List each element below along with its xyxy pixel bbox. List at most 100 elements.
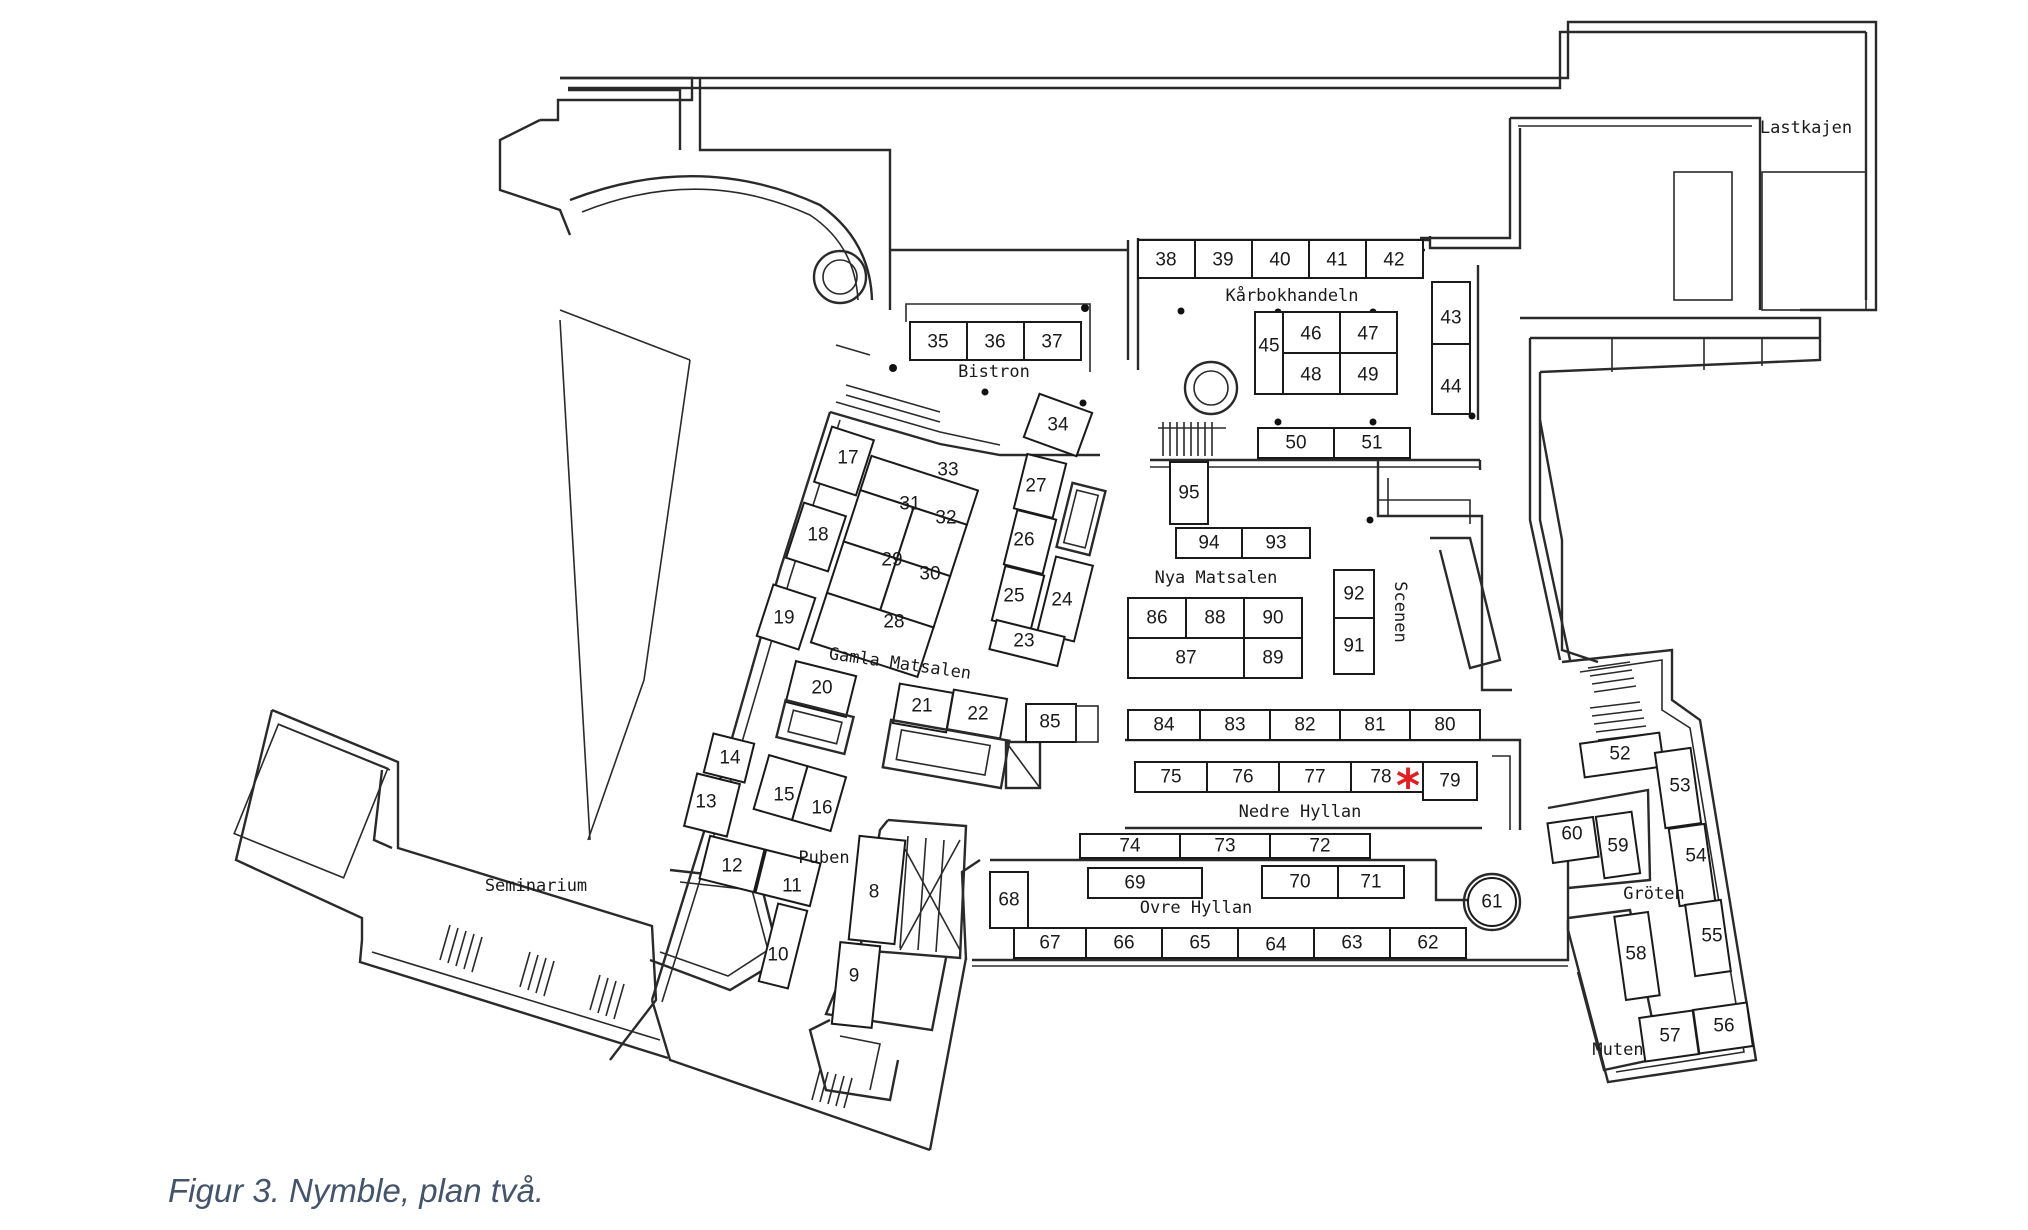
booth-38[interactable]: 38 [1137,239,1196,279]
booth-label: 12 [721,856,742,877]
booth-40[interactable]: 40 [1251,239,1310,279]
booth-67[interactable]: 67 [1013,927,1087,959]
booth-28[interactable]: 28 [883,612,904,633]
booth-23[interactable]: 23 [988,618,1066,668]
stair-step [613,983,625,1020]
booth-70[interactable]: 70 [1261,865,1339,899]
booth-33[interactable]: 33 [937,460,958,481]
booth-68[interactable]: 68 [989,871,1029,929]
booth-25[interactable]: 25 [990,564,1046,632]
booth-65[interactable]: 65 [1161,927,1239,959]
booth-42[interactable]: 42 [1365,239,1424,279]
booth-16[interactable]: 16 [811,798,832,819]
stairs [439,422,1649,1109]
booth-17[interactable]: 17 [812,425,876,497]
booth-18[interactable]: 18 [784,501,848,573]
booth-35[interactable]: 35 [909,321,968,361]
stair-step [1595,725,1647,733]
booth-13[interactable]: 13 [682,772,742,838]
booth-62[interactable]: 62 [1389,927,1467,959]
booth-61[interactable]: 61 [1467,877,1517,927]
booth-27[interactable]: 27 [1012,452,1068,520]
booth-76[interactable]: 76 [1206,761,1280,793]
booth-93[interactable]: 93 [1241,527,1311,559]
booth-55[interactable]: 55 [1684,898,1732,978]
booth-label: 83 [1224,715,1245,736]
booth-73[interactable]: 73 [1179,833,1271,859]
booth-12[interactable]: 12 [698,834,766,894]
booth-19[interactable]: 19 [755,583,817,651]
booth-50[interactable]: 50 [1257,427,1335,459]
booth-52[interactable]: 52 [1578,731,1666,779]
booth-72[interactable]: 72 [1269,833,1371,859]
booth-15[interactable]: 15 [773,785,794,806]
stair-step [1589,669,1633,677]
booth-81[interactable]: 81 [1339,709,1411,741]
booth-92[interactable]: 92 [1333,569,1375,619]
booth-49[interactable]: 49 [1339,352,1398,395]
booth-21[interactable]: 21 [891,682,955,734]
booth-79[interactable]: 79 [1422,761,1478,801]
booth-77[interactable]: 77 [1278,761,1352,793]
booth-88[interactable]: 88 [1185,597,1245,639]
booth-60[interactable]: 60 [1546,815,1600,865]
area-label-nya-matsalen: Nya Matsalen [1155,568,1278,588]
booth-11[interactable]: 11 [754,848,822,908]
booth-71[interactable]: 71 [1337,865,1405,899]
booth-51[interactable]: 51 [1333,427,1411,459]
booth-label: 57 [1659,1026,1680,1047]
booth-41[interactable]: 41 [1308,239,1367,279]
booth-10[interactable]: 10 [757,902,809,990]
booth-66[interactable]: 66 [1085,927,1163,959]
booth-30[interactable]: 30 [919,564,940,585]
wall-bistron-ramp-3 [845,394,941,423]
booth-82[interactable]: 82 [1269,709,1341,741]
booth-8[interactable]: 8 [847,834,907,946]
booth-84[interactable]: 84 [1127,709,1201,741]
booth-47[interactable]: 47 [1339,311,1398,354]
booth-46[interactable]: 46 [1282,311,1341,354]
booth-43[interactable]: 43 [1431,281,1471,345]
booth-86[interactable]: 86 [1127,597,1187,639]
booth-37[interactable]: 37 [1023,321,1082,361]
booth-48[interactable]: 48 [1282,352,1341,395]
booth-87[interactable]: 87 [1127,637,1245,679]
booth-56[interactable]: 56 [1692,1001,1754,1055]
booth-24[interactable]: 24 [1035,555,1095,643]
booth-53[interactable]: 53 [1653,746,1703,830]
booth-label: 46 [1300,324,1321,345]
booth-64[interactable]: 64 [1237,927,1315,959]
booth-26[interactable]: 26 [1002,508,1058,576]
booth-83[interactable]: 83 [1199,709,1271,741]
booth-9[interactable]: 9 [830,941,882,1029]
booth-95[interactable]: 95 [1169,461,1209,525]
booth-20[interactable]: 20 [784,659,858,719]
booth-39[interactable]: 39 [1194,239,1253,279]
booth-58[interactable]: 58 [1613,910,1661,1002]
booth-91[interactable]: 91 [1333,617,1375,675]
booth-75[interactable]: 75 [1134,761,1208,793]
wall-court-west [559,319,591,841]
booth-80[interactable]: 80 [1409,709,1481,741]
booth-69[interactable]: 69 [1087,867,1203,899]
booth-85[interactable]: 85 [1025,703,1077,743]
booth-29[interactable]: 29 [881,550,902,571]
booth-31[interactable]: 31 [899,494,920,515]
booth-63[interactable]: 63 [1313,927,1391,959]
gamla-serving-box [1055,481,1107,557]
booth-34[interactable]: 34 [1022,392,1094,458]
booth-36[interactable]: 36 [966,321,1025,361]
area-label-lastkajen: Lastkajen [1760,118,1852,138]
booth-22[interactable]: 22 [945,688,1009,740]
booth-14[interactable]: 14 [702,732,756,784]
booth-59[interactable]: 59 [1594,810,1642,880]
booth-74[interactable]: 74 [1079,833,1181,859]
booth-90[interactable]: 90 [1243,597,1303,639]
booth-44[interactable]: 44 [1431,343,1471,415]
stairs-karbok [1158,422,1226,456]
booth-94[interactable]: 94 [1175,527,1243,559]
booth-89[interactable]: 89 [1243,637,1303,679]
booth-45[interactable]: 45 [1254,311,1284,395]
booth-32[interactable]: 32 [935,508,956,529]
booth-57[interactable]: 57 [1638,1009,1700,1063]
